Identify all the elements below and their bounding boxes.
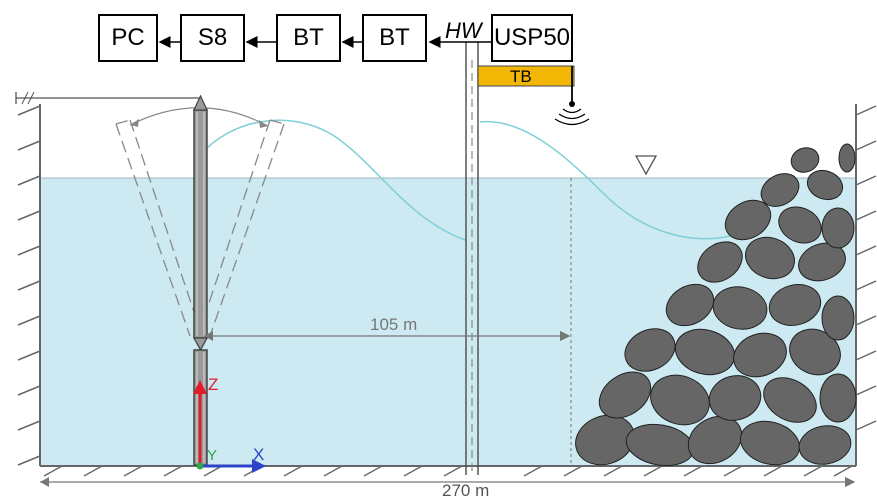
pc-label: PC <box>111 24 145 51</box>
dimension-105m-label: 105 m <box>370 315 417 334</box>
bt-box-1: BT <box>276 14 341 62</box>
pc-box: PC <box>98 14 158 62</box>
axis-y-label: Y <box>207 447 217 464</box>
tb-bar <box>477 65 575 87</box>
gate-panel-upper <box>192 94 209 352</box>
s8-box: S8 <box>180 14 245 62</box>
dimension-270m-label: 270 m <box>442 481 489 497</box>
usp50-label: USP50 <box>493 24 571 51</box>
gate-tilt-right <box>197 119 285 337</box>
water-level-symbol <box>634 155 658 176</box>
rock-breakwater <box>575 143 857 467</box>
ultrasonic-sensor <box>554 66 590 126</box>
flume-floor <box>40 465 856 477</box>
axis-z-label: Z <box>208 375 218 394</box>
wave-gauge-pole <box>465 42 479 475</box>
axis-x-label: X <box>253 445 264 464</box>
right-wall <box>855 104 877 466</box>
top-dimension-marker <box>15 91 200 105</box>
coordinate-axes <box>193 380 266 473</box>
s8-label: S8 <box>197 24 228 51</box>
hw-label: HW <box>445 18 484 43</box>
gate-tilt-left <box>115 119 203 337</box>
left-wall <box>17 104 41 466</box>
bt-label-1: BT <box>293 24 324 51</box>
tb-label: TB <box>510 67 532 86</box>
usp50-box: USP50 <box>491 14 573 62</box>
bt-box-2: BT <box>362 14 427 62</box>
wave-profile <box>204 119 731 241</box>
dimension-270m: 270 m <box>40 476 856 497</box>
dimension-105m: 105 m <box>204 315 571 342</box>
bt-label-2: BT <box>379 24 410 51</box>
